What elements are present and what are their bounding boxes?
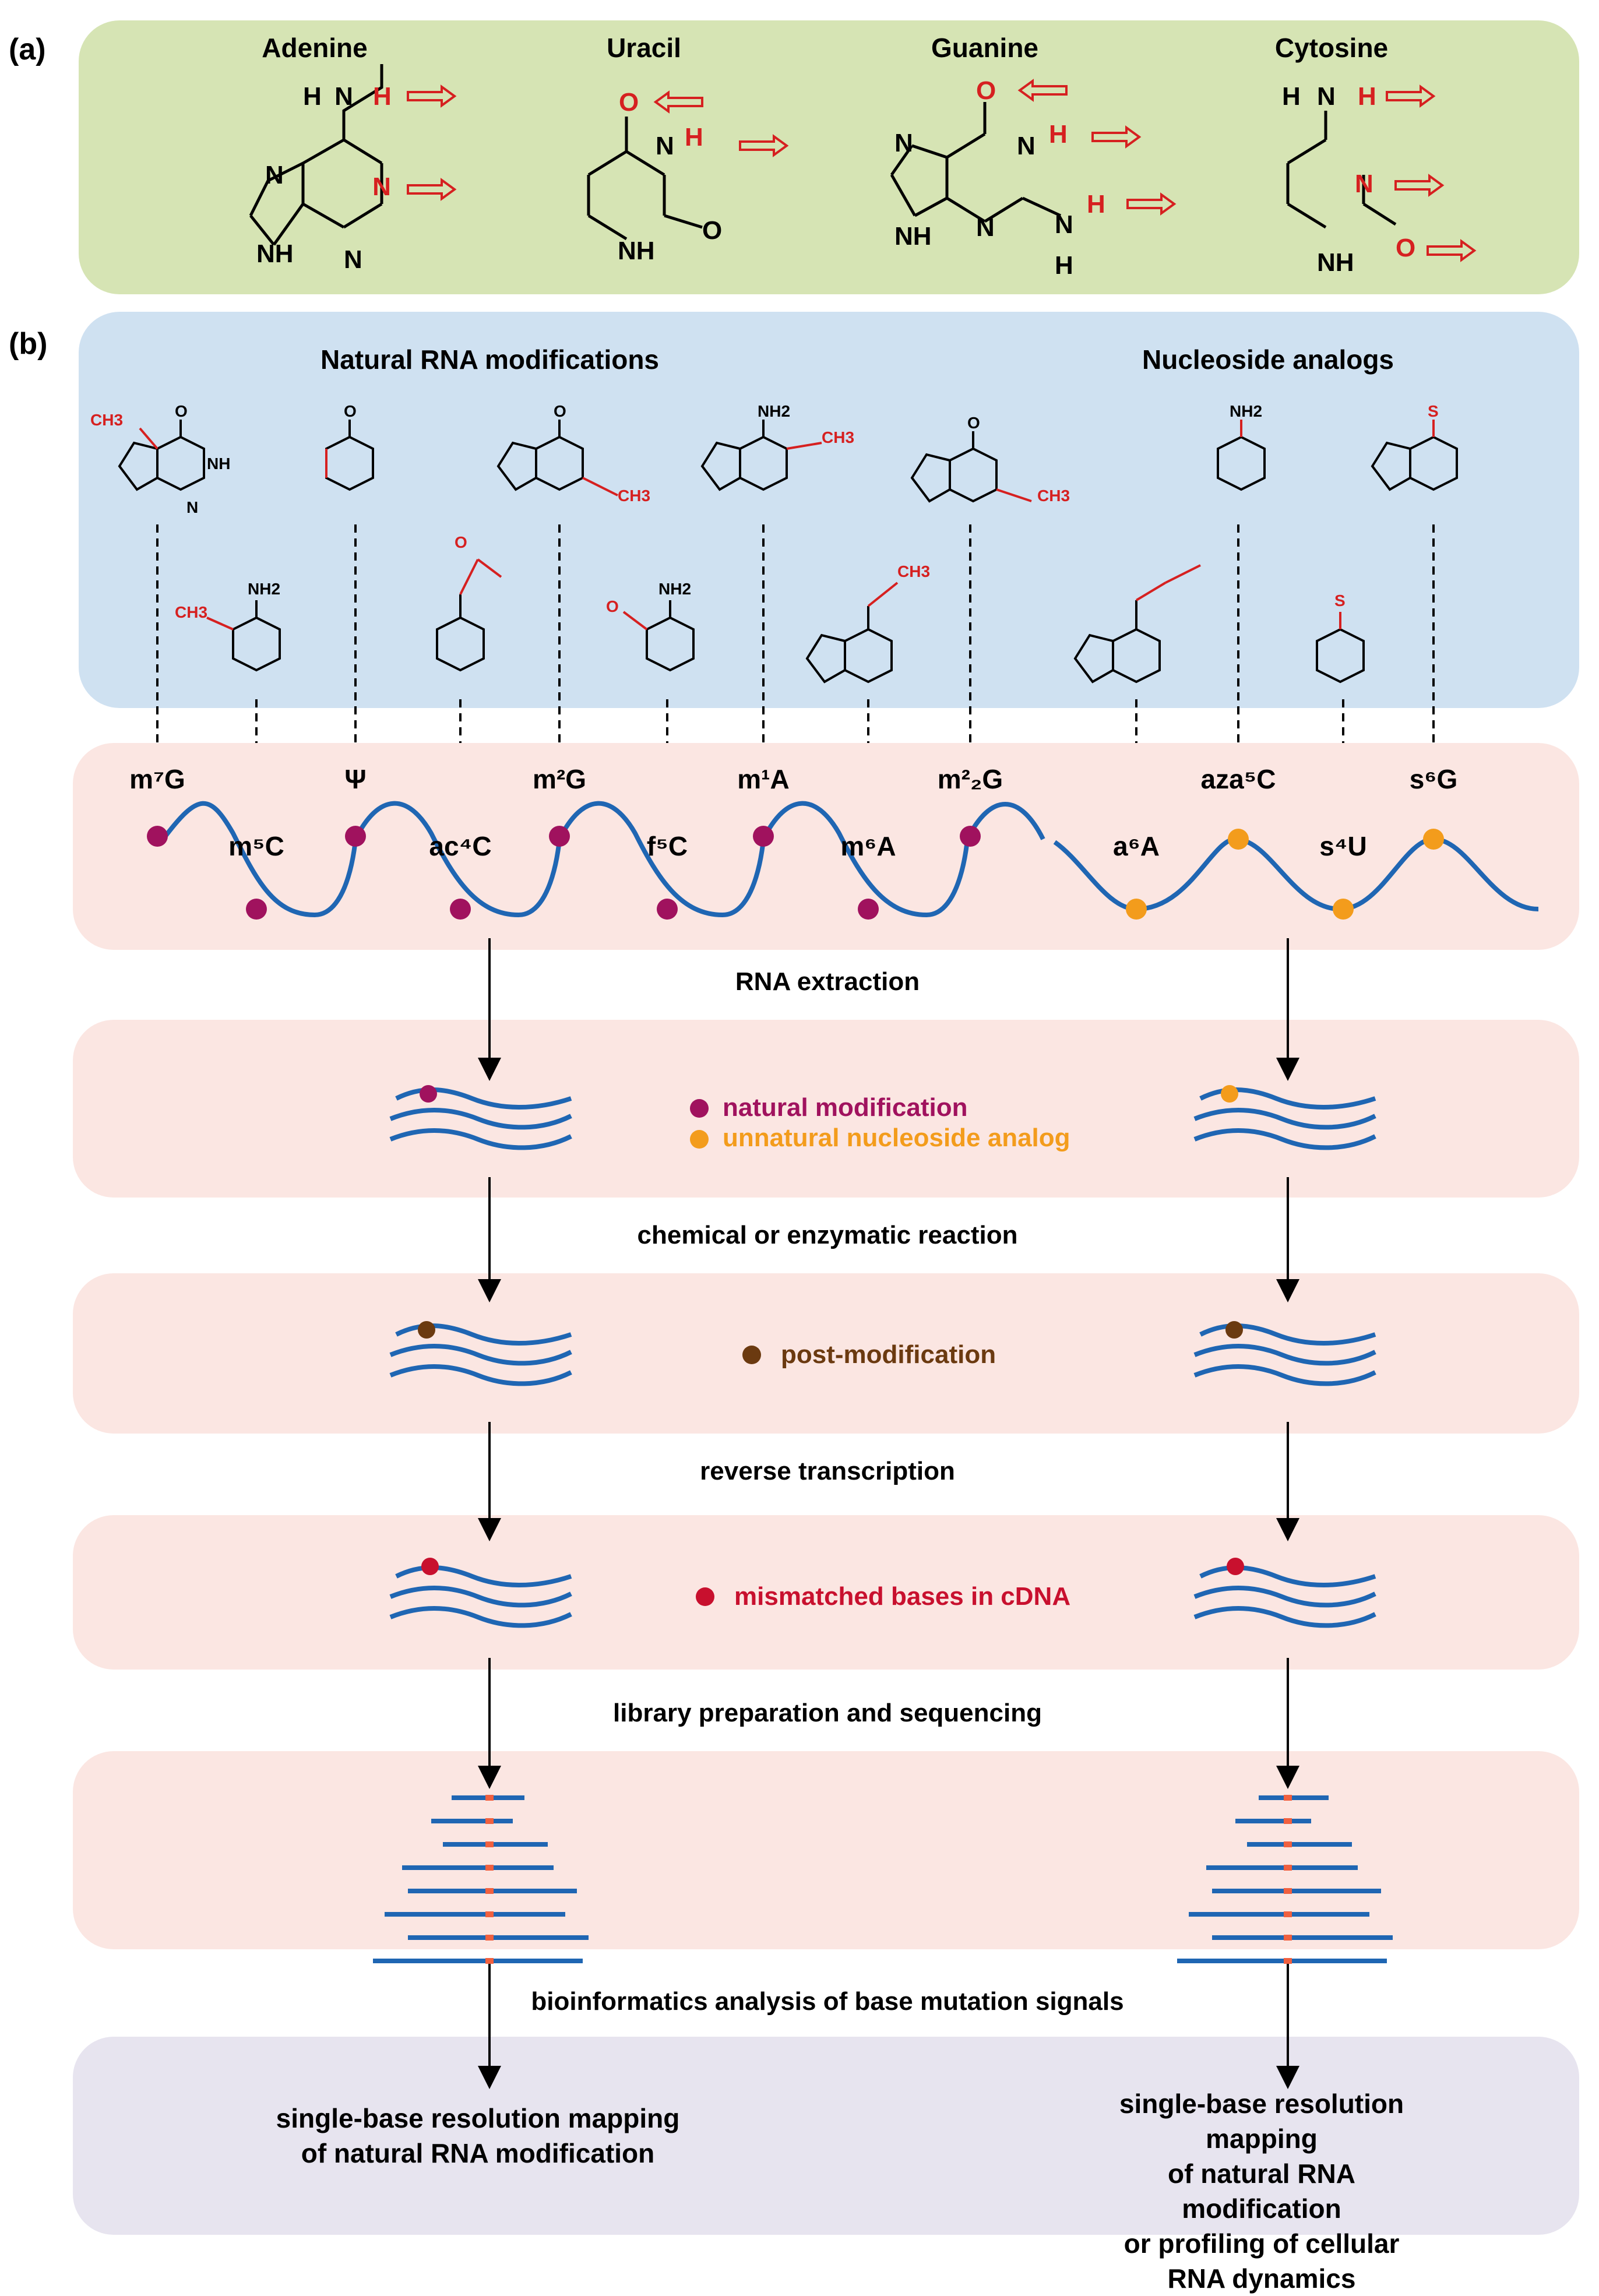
svg-text:CH3: CH3 bbox=[1037, 487, 1070, 505]
svg-text:O: O bbox=[554, 402, 566, 420]
svg-text:CH3: CH3 bbox=[175, 603, 207, 621]
legend-dot-mismatch bbox=[696, 1587, 714, 1606]
wave-markers bbox=[147, 826, 1444, 920]
adenine-structure bbox=[249, 64, 383, 246]
post-modification-box bbox=[73, 1273, 1579, 1434]
mod-label-psi: Ψ bbox=[344, 764, 367, 794]
mod-label-m1a: m¹A bbox=[737, 764, 790, 794]
legend-natural-modification: natural modification bbox=[723, 1093, 968, 1122]
natural-mods-title: Natural RNA modifications bbox=[320, 344, 660, 375]
base-name-cytosine: Cytosine bbox=[1274, 33, 1389, 63]
svg-text:O: O bbox=[976, 76, 996, 105]
svg-text:NH: NH bbox=[894, 222, 932, 251]
svg-text:O: O bbox=[606, 597, 619, 615]
step-reverse-transcription: reverse transcription bbox=[700, 1457, 955, 1485]
svg-text:N: N bbox=[344, 245, 362, 274]
analog-label-a6a: a⁶A bbox=[1113, 831, 1160, 861]
svg-text:NH2: NH2 bbox=[658, 580, 691, 598]
legend-post-modification: post-modification bbox=[781, 1340, 996, 1369]
svg-text:NH2: NH2 bbox=[758, 402, 790, 420]
svg-text:O: O bbox=[344, 402, 357, 420]
base-name-uracil: Uracil bbox=[607, 33, 681, 63]
svg-text:O: O bbox=[455, 533, 467, 551]
flow-graphics bbox=[373, 938, 1393, 2089]
svg-text:NH2: NH2 bbox=[248, 580, 280, 598]
svg-text:H: H bbox=[1049, 120, 1068, 149]
analogs-title: Nucleoside analogs bbox=[1142, 344, 1394, 375]
analog-label-aza5c: aza⁵C bbox=[1200, 764, 1276, 794]
step-library-prep: library preparation and sequencing bbox=[613, 1699, 1042, 1727]
step-chemical-reaction: chemical or enzymatic reaction bbox=[637, 1221, 1018, 1249]
svg-text:H: H bbox=[373, 82, 392, 111]
svg-text:O: O bbox=[967, 414, 980, 432]
mod-label-m7g: m⁷G bbox=[129, 764, 185, 794]
analog-label-s4u: s⁴U bbox=[1319, 831, 1367, 861]
modification-structures-box bbox=[79, 312, 1579, 708]
result-right-line2: of natural RNA modification bbox=[1168, 2158, 1355, 2224]
svg-text:N: N bbox=[894, 129, 913, 157]
panel-a-structures: N H H N N N NH O N H O NH O N H N N N H … bbox=[249, 64, 1475, 280]
svg-text:N: N bbox=[334, 82, 353, 111]
svg-text:N: N bbox=[976, 213, 995, 242]
svg-text:NH: NH bbox=[207, 455, 230, 473]
svg-text:H: H bbox=[685, 123, 703, 152]
result-left-line2: of natural RNA modification bbox=[301, 2138, 655, 2168]
result-right-line3: or profiling of cellular RNA dynamics bbox=[1123, 2228, 1400, 2294]
step-bioinformatics: bioinformatics analysis of base mutation… bbox=[531, 1987, 1124, 2016]
svg-text:H: H bbox=[1282, 82, 1301, 111]
svg-text:NH2: NH2 bbox=[1230, 402, 1262, 420]
svg-text:H: H bbox=[1358, 82, 1376, 111]
result-left-line1: single-base resolution mapping bbox=[276, 2103, 680, 2133]
svg-text:N: N bbox=[265, 161, 284, 189]
svg-text:NH: NH bbox=[256, 240, 294, 268]
svg-text:O: O bbox=[702, 216, 722, 245]
svg-text:H: H bbox=[1087, 190, 1105, 219]
panel-b-label: (b) bbox=[9, 327, 48, 361]
result-left: single-base resolution mapping of natura… bbox=[276, 2101, 680, 2171]
legend-dot-post bbox=[742, 1346, 761, 1364]
svg-text:NH: NH bbox=[1317, 248, 1354, 277]
svg-text:N: N bbox=[1355, 170, 1373, 198]
svg-text:NH: NH bbox=[618, 237, 655, 265]
legend-unnatural-analog: unnatural nucleoside analog bbox=[723, 1124, 1070, 1152]
svg-text:CH3: CH3 bbox=[618, 487, 650, 505]
svg-text:S: S bbox=[1428, 402, 1439, 420]
mod-label-m6a: m⁶A bbox=[840, 831, 896, 861]
svg-text:N: N bbox=[1055, 210, 1073, 239]
modification-structures: CH3 O NH N O O NH2 O NH2 S NH2 O NH2 O C… bbox=[90, 402, 1458, 819]
mod-label-f5c: f⁵C bbox=[646, 831, 688, 861]
svg-text:O: O bbox=[1396, 234, 1415, 262]
svg-text:O: O bbox=[175, 402, 188, 420]
svg-text:N: N bbox=[372, 172, 391, 201]
mod-label-m22g: m²₂G bbox=[937, 764, 1003, 794]
svg-text:CH3: CH3 bbox=[90, 411, 123, 429]
svg-text:N: N bbox=[1017, 132, 1036, 160]
result-right-line1: single-base resolution mapping bbox=[1119, 2089, 1404, 2154]
svg-text:H: H bbox=[303, 82, 322, 111]
legend-dots-1 bbox=[690, 1099, 709, 1149]
svg-text:CH3: CH3 bbox=[897, 562, 930, 580]
base-name-guanine: Guanine bbox=[931, 33, 1039, 63]
results-box bbox=[73, 2037, 1579, 2235]
svg-text:S: S bbox=[1334, 591, 1346, 610]
mod-label-m5c: m⁵C bbox=[228, 831, 284, 861]
svg-text:H: H bbox=[1055, 251, 1073, 280]
result-right: single-base resolution mapping of natura… bbox=[1093, 2086, 1431, 2296]
panel-a-label: (a) bbox=[9, 33, 46, 66]
base-name-adenine: Adenine bbox=[262, 33, 368, 63]
svg-text:CH3: CH3 bbox=[822, 428, 854, 446]
legend-mismatch: mismatched bases in cDNA bbox=[734, 1582, 1071, 1611]
panel-a-box bbox=[79, 20, 1579, 294]
svg-text:O: O bbox=[619, 88, 639, 117]
svg-text:N: N bbox=[656, 132, 674, 160]
analog-label-s6g: s⁶G bbox=[1409, 764, 1458, 794]
cdna-box bbox=[73, 1515, 1579, 1670]
svg-text:N: N bbox=[1317, 82, 1336, 111]
step-rna-extraction: RNA extraction bbox=[735, 967, 920, 996]
mod-label-m2g: m²G bbox=[533, 764, 586, 794]
svg-text:N: N bbox=[186, 498, 198, 516]
mod-label-ac4c: ac⁴C bbox=[429, 831, 492, 861]
